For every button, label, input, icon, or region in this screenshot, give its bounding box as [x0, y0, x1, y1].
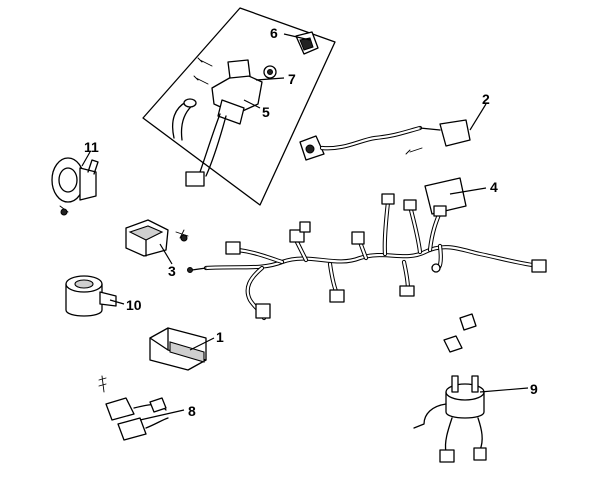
part-9-starter-relay: [413, 313, 487, 463]
callout-5: 5: [262, 104, 270, 120]
callout-9: 9: [530, 381, 538, 397]
callouts: 1 2 3 4 5 6 7 8 9 10 11: [84, 25, 538, 419]
ignition-switch-inset: [142, 7, 336, 206]
part-11-horn: [51, 157, 99, 216]
part-3-relay: [125, 219, 189, 257]
part-8-connector: [98, 375, 169, 441]
main-wiring-harness: [187, 193, 547, 321]
callout-10: 10: [126, 297, 142, 313]
leader-lines: [81, 33, 529, 421]
callout-3: 3: [168, 263, 176, 279]
callout-2: 2: [482, 91, 490, 107]
callout-6: 6: [270, 25, 278, 41]
part-4-plate: [424, 177, 467, 215]
callout-4: 4: [490, 179, 498, 195]
callout-1: 1: [216, 329, 224, 345]
callout-7: 7: [288, 71, 296, 87]
part-10-buzzer: [65, 275, 117, 317]
callout-8: 8: [188, 403, 196, 419]
part-1-regulator: [149, 327, 207, 371]
part-2-ignition-coil: [299, 119, 471, 161]
callout-11: 11: [84, 139, 99, 155]
